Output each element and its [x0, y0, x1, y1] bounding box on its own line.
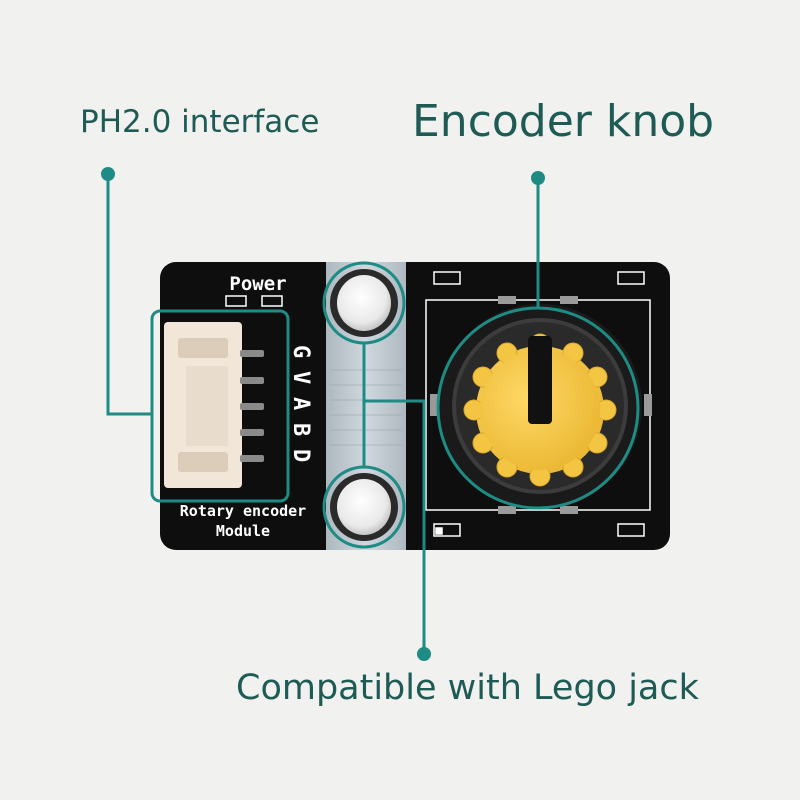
callout-encoder-knob: Encoder knob	[412, 96, 715, 147]
ph2-connector	[164, 322, 264, 488]
pin-label-v: V	[288, 371, 313, 384]
ph2-leader-line	[106, 174, 152, 416]
callout-lines	[106, 174, 640, 654]
lego-hole-bottom-inner	[337, 479, 391, 535]
callout-lego-jack: Compatible with Lego jack	[236, 668, 699, 708]
pin-label-d: D	[288, 449, 313, 462]
ph2-leader-dot	[101, 167, 115, 181]
power-led-pad-2	[261, 295, 283, 307]
encoder-legs	[430, 296, 652, 514]
knob-leader-dot	[531, 171, 545, 185]
ph2-highlight-box	[150, 309, 290, 503]
pin-labels: G V A B D	[288, 345, 313, 462]
pin-label-b: B	[288, 423, 313, 436]
module-name-line2: Module	[216, 522, 270, 540]
pin-label-a: A	[288, 397, 313, 410]
smd-pads	[433, 271, 645, 537]
module-name-line1: Rotary encoder	[180, 502, 306, 520]
lego-leader-line	[364, 399, 426, 654]
power-led-pad-1	[225, 295, 247, 307]
callout-dots	[101, 167, 545, 661]
encoder-knob	[463, 333, 617, 487]
power-label: Power	[229, 273, 286, 295]
pin-label-g: G	[288, 345, 313, 358]
knob-indicator	[528, 336, 552, 424]
callout-ph2-interface: PH2.0 interface	[80, 104, 320, 140]
lego-hole-top-inner	[337, 275, 391, 331]
lego-leader-dot	[417, 647, 431, 661]
